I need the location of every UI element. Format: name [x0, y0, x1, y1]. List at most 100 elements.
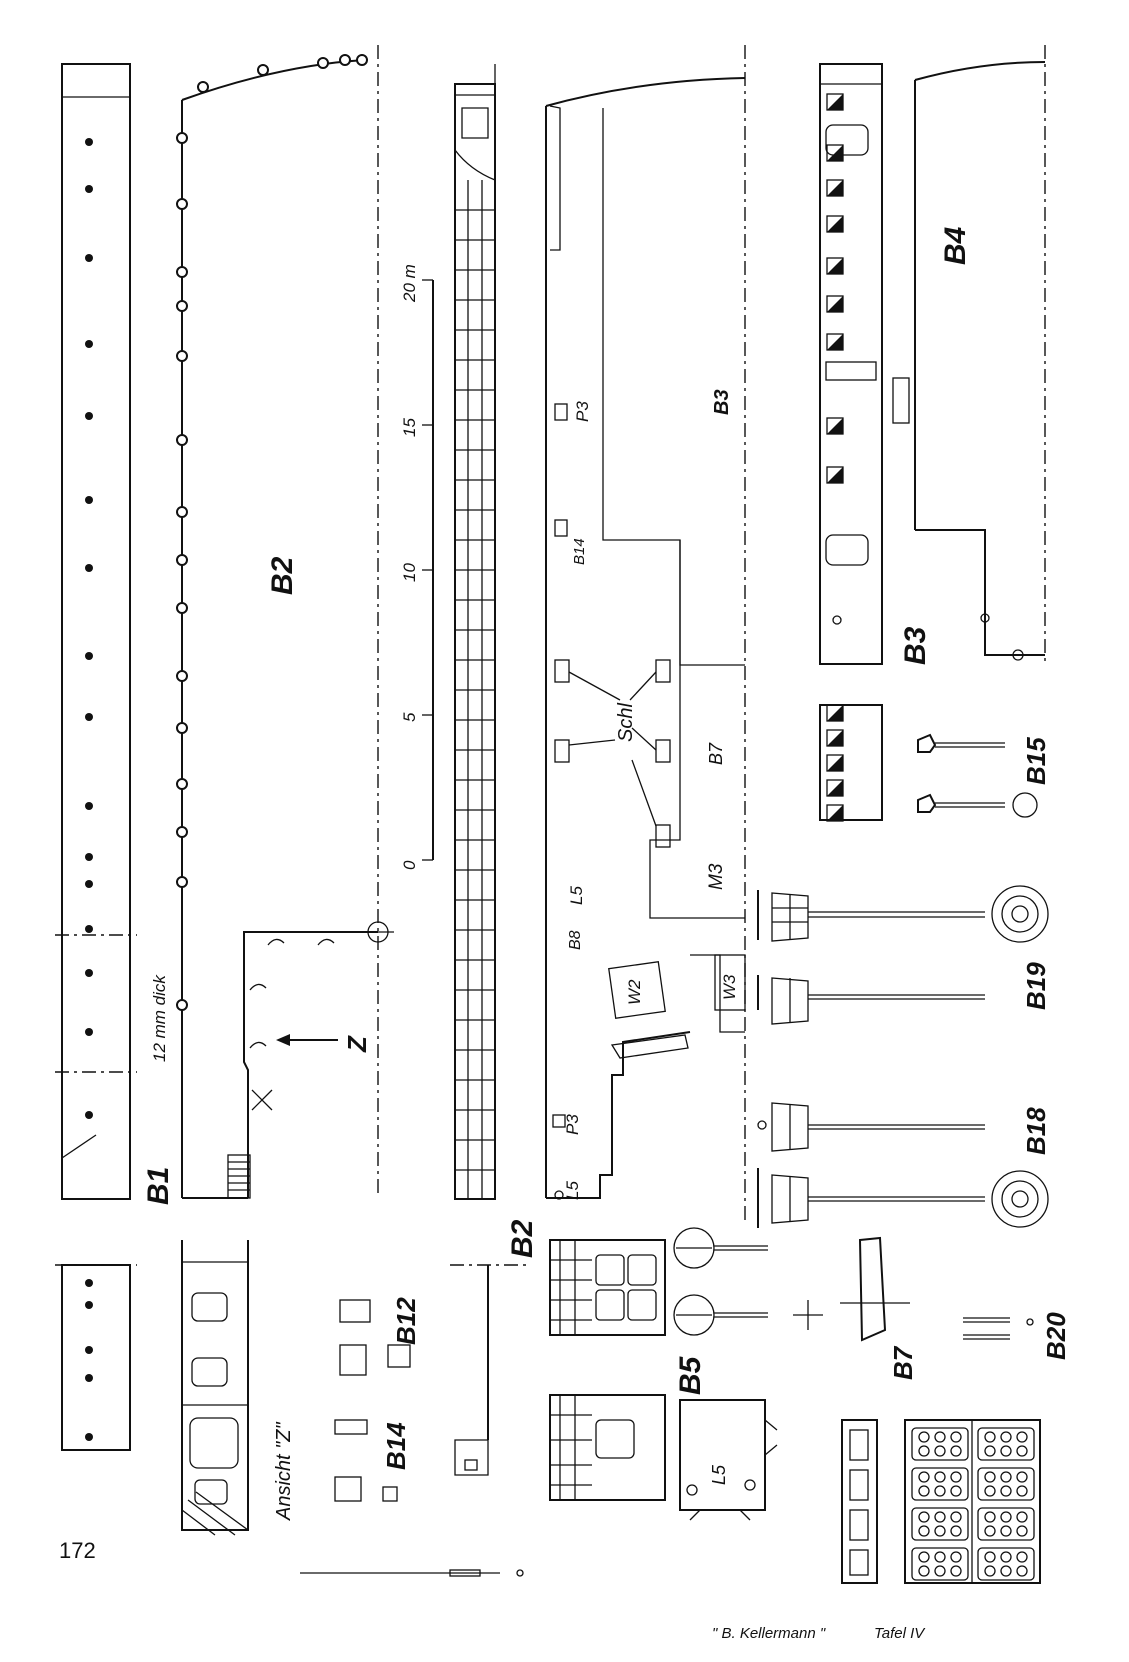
rivet [176, 778, 188, 790]
hole [984, 1485, 996, 1497]
b18-label: B18 [1021, 1107, 1051, 1155]
b2-section-detail [450, 1264, 530, 1476]
hole [1000, 1471, 1012, 1483]
hole [1016, 1485, 1028, 1497]
hole [984, 1525, 996, 1537]
b12-b14-plates [334, 1299, 411, 1502]
hole [934, 1551, 946, 1563]
rivet [176, 198, 188, 210]
window-shade [827, 258, 843, 274]
rivet [176, 722, 188, 734]
p3-top-label: P3 [573, 401, 592, 422]
porthole [85, 713, 93, 721]
hole [934, 1471, 946, 1483]
porthole [85, 969, 93, 977]
b15-label: B15 [1021, 737, 1051, 785]
porthole [85, 340, 93, 348]
window-shade [827, 805, 843, 821]
page-number: 172 [59, 1538, 96, 1563]
b19-label: B19 [1021, 962, 1051, 1010]
scale-tick-5: 5 [400, 712, 419, 722]
hole [918, 1485, 930, 1497]
b2-deck-grid [454, 64, 496, 1200]
hole-block [911, 1427, 969, 1461]
hole [984, 1445, 996, 1457]
hole-block [911, 1547, 969, 1581]
l5-mid-label: L5 [567, 886, 586, 905]
porthole [85, 880, 93, 888]
hole [1016, 1525, 1028, 1537]
schl-boxes [554, 659, 671, 848]
window-shade [827, 296, 843, 312]
b2-side-profile [176, 45, 394, 1199]
hole-block [911, 1467, 969, 1501]
scale-tick-15: 15 [400, 418, 419, 437]
window-shade [827, 705, 843, 721]
b7-part [840, 1236, 910, 1342]
rivet [176, 999, 188, 1011]
b14-part-label: B14 [571, 538, 588, 565]
b5-cabinets [549, 1239, 666, 1501]
rivet [197, 81, 209, 93]
window-shade [827, 418, 843, 434]
hole [1000, 1431, 1012, 1443]
porthole [85, 652, 93, 660]
b5-mirrors [673, 1227, 823, 1336]
b18-parts [757, 1102, 1049, 1228]
hole [950, 1471, 962, 1483]
hole [1000, 1511, 1012, 1523]
b20-parts [963, 1317, 1034, 1340]
b1-hull-strip [55, 63, 137, 1200]
hole [918, 1431, 930, 1443]
schl-label: Schl [615, 703, 637, 742]
b1-small-strip [55, 1264, 137, 1451]
rivet [339, 54, 351, 66]
b3-label: B3 [899, 626, 932, 665]
b14-label: B14 [381, 1422, 411, 1470]
hole [984, 1471, 996, 1483]
b2-section-label: B2 [506, 1219, 539, 1258]
hole [950, 1551, 962, 1563]
rivet [176, 266, 188, 278]
rivet [356, 54, 368, 66]
hole [1016, 1511, 1028, 1523]
window-shade [827, 180, 843, 196]
hole-block [977, 1507, 1035, 1541]
view-z-drawing [181, 1240, 249, 1536]
hole [984, 1565, 996, 1577]
b15-parts [917, 733, 1038, 818]
b20-label: B20 [1041, 1312, 1071, 1360]
hole [934, 1431, 946, 1443]
b5-panel [679, 1399, 778, 1521]
rivet [176, 876, 188, 888]
hole [984, 1511, 996, 1523]
hole [950, 1525, 962, 1537]
hole [934, 1485, 946, 1497]
hole [918, 1511, 930, 1523]
hole [934, 1511, 946, 1523]
b5-label: B5 [674, 1355, 707, 1395]
view-z-label: Ansicht "Z" [273, 1422, 295, 1521]
hole [918, 1445, 930, 1457]
hole [1016, 1431, 1028, 1443]
w2-label: W2 [625, 979, 644, 1005]
hole [1000, 1525, 1012, 1537]
scale-bar [422, 279, 434, 861]
porthole [85, 925, 93, 933]
porthole [85, 564, 93, 572]
window-shade [827, 216, 843, 232]
hole-block-grid [904, 1419, 1041, 1584]
hole [1000, 1551, 1012, 1563]
z-label: Z [342, 1035, 372, 1053]
porthole [85, 1028, 93, 1036]
hole [918, 1471, 930, 1483]
rivet [176, 300, 188, 312]
hole [950, 1565, 962, 1577]
b7-label: B7 [888, 1345, 918, 1380]
l5-b5-label: L5 [709, 1464, 729, 1485]
window-shade [827, 730, 843, 746]
porthole [85, 254, 93, 262]
porthole [85, 496, 93, 504]
window-shade [827, 755, 843, 771]
